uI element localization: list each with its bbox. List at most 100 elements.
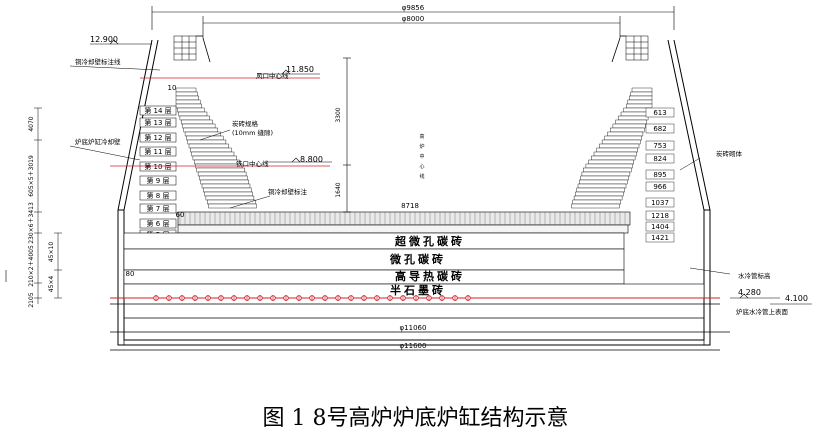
ring-width-value: 613 xyxy=(653,109,666,117)
left-brick-course xyxy=(193,159,240,165)
center-label-c2: 炉 xyxy=(419,143,424,150)
ring-width-row: 682 xyxy=(645,123,675,134)
anno-taphole-center: 铁口中心线 xyxy=(236,159,269,168)
elev-taphole: 8.800 xyxy=(300,155,323,164)
right-brick-course xyxy=(599,143,640,149)
ring-width-value: 753 xyxy=(653,142,666,150)
bar-label: 第 8 层 xyxy=(147,191,170,200)
right-brick-course xyxy=(626,103,653,109)
left-brick-wall xyxy=(175,87,257,209)
elevation-taphole xyxy=(264,157,332,163)
right-brick-course xyxy=(572,199,621,205)
bar-cell xyxy=(139,146,177,157)
right-brick-course xyxy=(630,91,653,97)
layer-4-label: 半石墨砖 xyxy=(390,283,446,297)
ring-width-value: 895 xyxy=(653,171,666,179)
bar-cell xyxy=(139,175,177,186)
dim-wall-top: 10 xyxy=(168,84,177,92)
bottom-layers xyxy=(123,211,705,299)
bar-cell xyxy=(139,117,177,128)
bar-label-row: 第 13 层 xyxy=(139,117,177,128)
elev-top: 12.900 xyxy=(90,35,118,44)
left-dim-6: 210×2＋4005 xyxy=(28,245,35,287)
ring-width-cell xyxy=(645,210,675,221)
anno-tuyere-center: 风口中心线 xyxy=(256,71,289,80)
elevation-top xyxy=(90,39,152,45)
center-label: 高 炉 中 心 线 xyxy=(419,133,424,180)
ring-width-cell xyxy=(645,221,675,232)
bar-label: 第 14 层 xyxy=(144,106,171,115)
anno-right-bottom: 水冷管标高 xyxy=(738,271,771,280)
bar-cell xyxy=(139,161,177,172)
anno-right-wall: 炭砖砌体 xyxy=(716,149,743,158)
left-brick-course xyxy=(204,191,253,197)
right-brick-course xyxy=(596,147,638,153)
right-brick-course xyxy=(581,171,631,177)
anno-brick-size: 炭砖规格 xyxy=(232,119,259,128)
anno-cooling-top: 铜冷却壁标注线 xyxy=(75,57,121,66)
elev-bottom-b: 4.100 xyxy=(785,294,808,303)
dim-left-bottom: 80 xyxy=(126,270,135,278)
right-brick-course xyxy=(591,155,636,161)
right-brick-course xyxy=(576,187,625,193)
furnace-shell xyxy=(117,39,711,346)
ring-width-value: 1404 xyxy=(651,223,669,231)
ring-width-cell xyxy=(645,140,675,151)
left-brick-course xyxy=(205,195,255,201)
ring-width-value: 966 xyxy=(653,183,667,191)
left-brick-course xyxy=(201,183,251,189)
right-brick-course xyxy=(588,159,634,165)
ring-width-value: 682 xyxy=(653,125,666,133)
dim-center-upper: 3300 xyxy=(335,107,342,122)
ring-width-cell xyxy=(645,169,675,180)
figure-caption: 图 1 8号高炉炉底炉缸结构示意 xyxy=(262,406,569,431)
left-dim-4: 45×10 xyxy=(48,242,55,262)
right-brick-course xyxy=(573,195,623,201)
right-brick-course xyxy=(604,135,642,141)
left-brick-course xyxy=(175,99,201,105)
left-brick-course xyxy=(175,91,198,97)
right-brick-course xyxy=(627,99,653,105)
bar-cell xyxy=(139,218,177,229)
ring-width-value: 1218 xyxy=(651,212,669,220)
ring-width-row: 1037 xyxy=(645,197,675,208)
bar-label: 第 7 层 xyxy=(147,204,170,213)
ring-width-cell xyxy=(645,181,675,192)
ring-width-value: 824 xyxy=(653,155,667,163)
dim-top-outer: φ9856 xyxy=(402,4,425,12)
bar-label-row: 第 9 层 xyxy=(139,175,177,186)
dim-bottom-mid: φ11060 xyxy=(400,324,427,332)
ring-width-cell xyxy=(645,232,675,243)
top-inner-walls xyxy=(196,35,626,63)
ring-width-row: 895 xyxy=(645,169,675,180)
right-brick-course xyxy=(615,119,647,125)
elevation-tuyere xyxy=(258,69,320,75)
right-brick-course xyxy=(601,139,641,145)
left-brick-course xyxy=(187,139,227,145)
left-brick-course xyxy=(192,155,237,161)
anno-cooling-mid: 炉底炉缸冷却壁 xyxy=(75,137,121,146)
hearth-top-hatch xyxy=(179,212,626,225)
ring-width-row: 1421 xyxy=(645,232,675,243)
ring-width-row: 753 xyxy=(645,140,675,151)
left-brick-course xyxy=(183,127,219,133)
right-brick-course xyxy=(571,203,620,209)
right-brick-course xyxy=(607,131,644,137)
crown-brick-left xyxy=(173,35,197,61)
left-dim-2: 605×5＋3019 xyxy=(28,155,35,197)
bar-label-row: 第 10 层 xyxy=(139,161,177,172)
layer-3-label: 高导热碳砖 xyxy=(395,269,465,283)
right-brick-course xyxy=(593,151,637,157)
left-brick-course xyxy=(200,179,249,185)
layer-2-label: 微孔碳砖 xyxy=(389,252,446,266)
left-brick-course xyxy=(188,143,229,149)
dim-bottom-outer: φ11600 xyxy=(400,342,427,350)
bar-label-row: 第 11 层 xyxy=(139,146,177,157)
bar-cell xyxy=(139,105,177,116)
bar-label: 第 13 层 xyxy=(144,118,171,127)
anno-right-base: 炉底水冷管上表面 xyxy=(736,307,789,316)
right-brick-course xyxy=(577,183,627,189)
left-brick-course xyxy=(203,187,252,193)
right-brick-wall xyxy=(571,87,653,209)
